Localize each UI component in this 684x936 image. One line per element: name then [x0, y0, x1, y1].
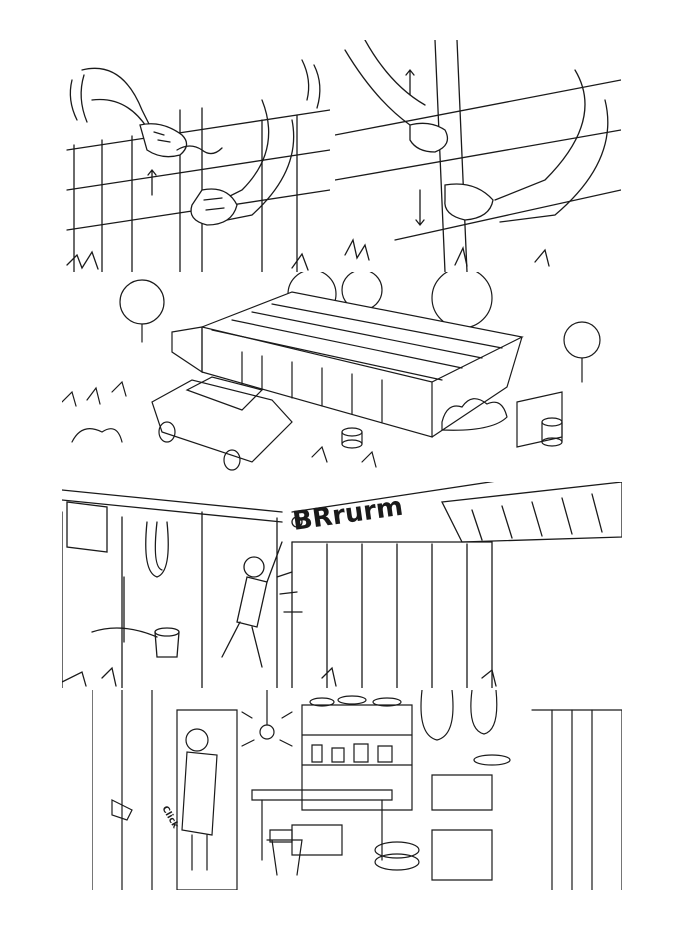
- panel-hands-tying-fence-art: [66, 59, 330, 272]
- bucket-icon: [154, 627, 180, 658]
- fence-icon: [66, 109, 330, 272]
- hand-icon: [344, 40, 449, 153]
- panel-farm-shed-overview: [62, 272, 622, 480]
- hand-icon: [444, 69, 609, 223]
- sfx-door-rumble: BRrurm: [291, 492, 405, 537]
- panel-shed-interior-art: Click: [92, 690, 622, 890]
- lightbulb-icon: [241, 690, 293, 747]
- panel-shed-interior: Click: [92, 690, 622, 890]
- car-icon: [151, 376, 293, 471]
- person-figure: [181, 728, 218, 871]
- pickaxe-icon: [91, 576, 158, 643]
- panel-hands-pulling-post: [335, 40, 621, 272]
- person-figure: [221, 541, 283, 668]
- panel-hands-tying-fence: [62, 40, 330, 272]
- hand-icon: [81, 67, 188, 158]
- panel-hands-pulling-post-art: [335, 40, 621, 272]
- panel-shed-door-opening: BRrurm: [62, 482, 622, 688]
- panel-shed-door-opening-art: BRrurm: [62, 482, 622, 688]
- hand-icon: [190, 99, 295, 226]
- panel-farm-shed-overview-art: [62, 272, 601, 471]
- shed-icon: [171, 291, 524, 438]
